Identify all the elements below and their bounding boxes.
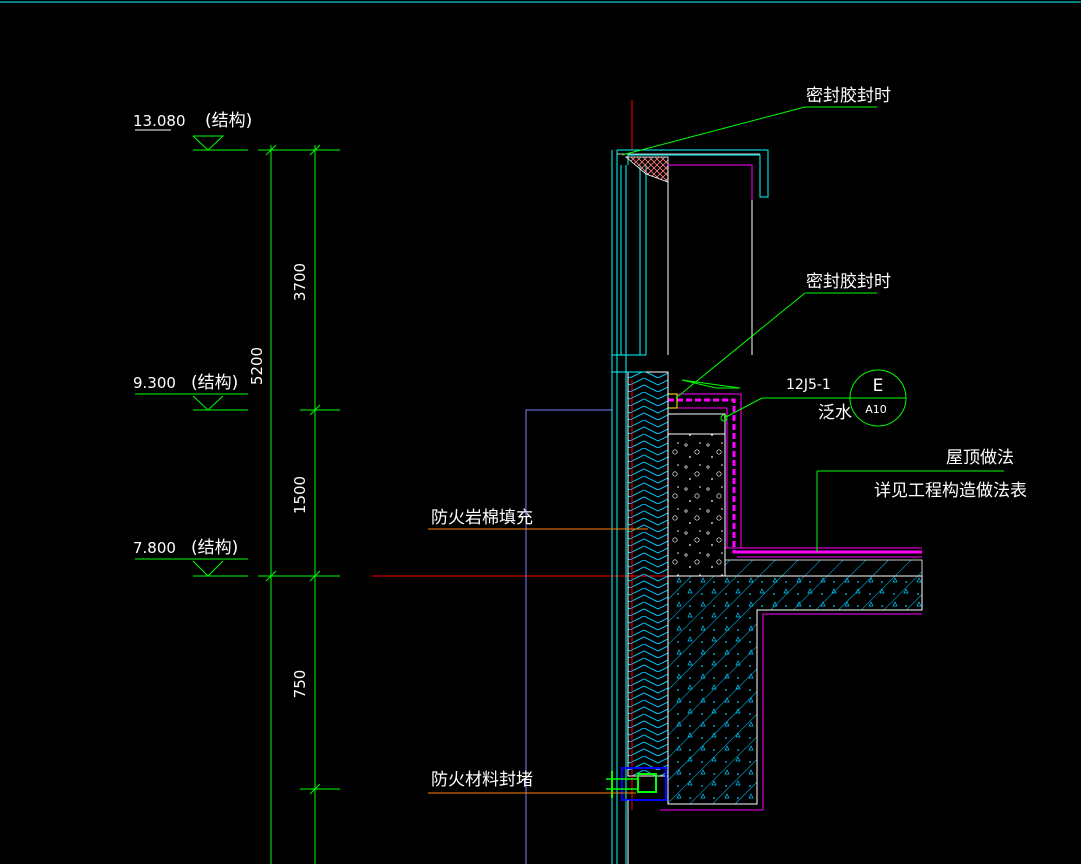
leader-flashing: 12J5-1 泛水	[720, 377, 852, 423]
label-rockwool-fill: 防火岩棉填充	[431, 508, 533, 528]
level-note-13080: (结构)	[205, 111, 252, 131]
label-roof-method-ref: 详见工程构造做法表	[874, 481, 1027, 501]
detail-letter: E	[873, 376, 884, 396]
column-outline	[525, 409, 612, 864]
level-marker-7800: 7.800 (结构)	[133, 538, 248, 577]
concrete-upstand	[667, 413, 726, 577]
curtain-wall-mullions	[611, 150, 647, 864]
window-frame	[606, 767, 667, 864]
dimension-segment-2: 1500	[291, 476, 309, 514]
level-value-7800: 7.800	[133, 539, 176, 557]
concrete-slab	[660, 575, 923, 811]
leader-rockwool: 防火岩棉填充	[428, 508, 648, 530]
flashing-membrane	[668, 393, 922, 554]
label-flashing-ref: 12J5-1	[786, 377, 831, 393]
level-marker-9300: 9.300 (结构)	[133, 373, 248, 411]
leader-sealant-mid: 密封胶封时	[675, 272, 891, 399]
dimension-segment-1: 3700	[291, 263, 309, 301]
label-sealant-top: 密封胶封时	[806, 86, 891, 106]
detail-sheet: A10	[865, 403, 887, 416]
label-roof-method: 屋顶做法	[946, 448, 1014, 468]
dimension-segment-3: 750	[291, 670, 309, 699]
level-note-9300: (结构)	[191, 373, 238, 393]
leader-sealant-top: 密封胶封时	[621, 86, 891, 156]
level-note-7800: (结构)	[191, 538, 238, 558]
level-value-9300: 9.300	[133, 374, 176, 392]
detail-callout-bubble: E A10	[849, 369, 907, 427]
dimension-chain	[258, 144, 340, 864]
label-flashing: 泛水	[818, 403, 852, 423]
dimension-total: 5200	[248, 347, 266, 385]
leader-roof-method: 屋顶做法 详见工程构造做法表	[816, 448, 1027, 552]
leader-fire-seal: 防火材料封堵	[428, 770, 636, 794]
label-sealant-mid: 密封胶封时	[806, 272, 891, 292]
level-value-13080: 13.080	[133, 112, 186, 130]
rockwool-insulation	[627, 371, 669, 777]
level-marker-13080: 13.080 (结构)	[133, 111, 252, 151]
label-fire-seal: 防火材料封堵	[431, 770, 533, 790]
parapet-cap	[617, 149, 769, 355]
